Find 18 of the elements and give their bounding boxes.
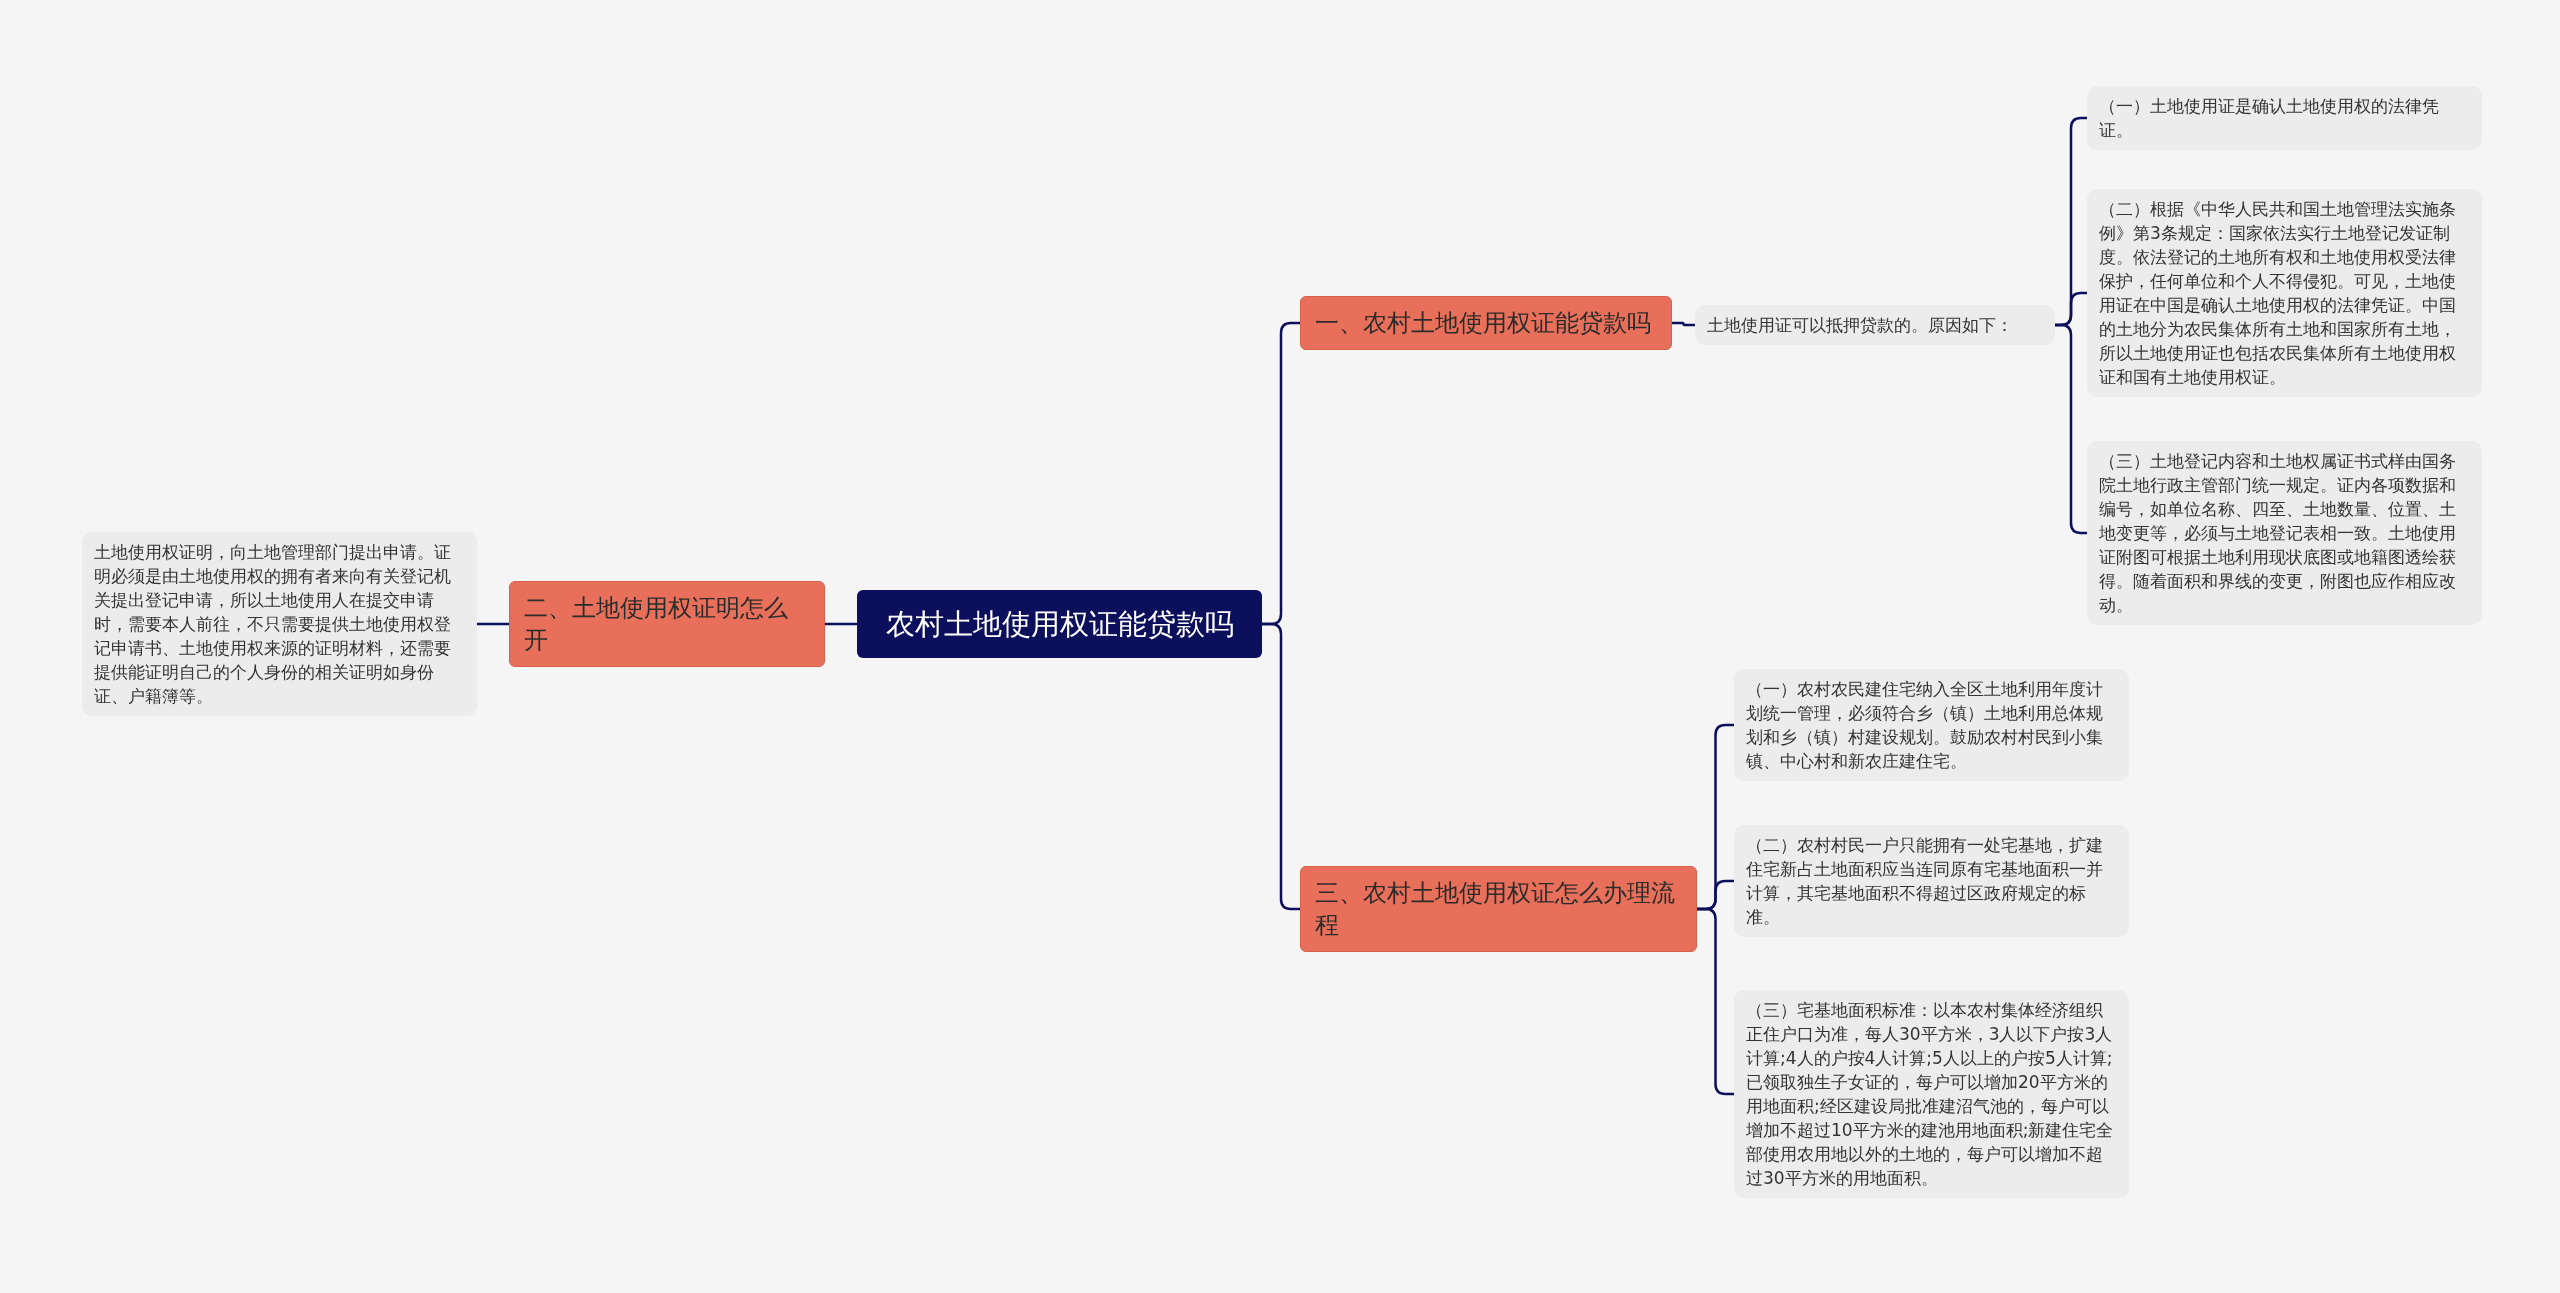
note-card: （三）土地登记内容和土地权属证书式样由国务院土地行政主管部门统一规定。证内各项数据和编号，如单位名称、四至、土地数量、位置、土地变更等，必须与土地登记表相一致。土地使用证附图可根据土地利用现状底图或地籍图透绘获得。随着面积和界线的变更，附图也应作相应改动。 xyxy=(2087,441,2482,625)
connector-line xyxy=(2055,323,2087,535)
note-card: （一）农村农民建住宅纳入全区土地利用年度计划统一管理，必须符合乡（镇）土地利用总体规划和乡（镇）村建设规划。鼓励农村村民到小集镇、中心村和新农庄建住宅。 xyxy=(1734,669,2129,781)
note-card: （二）农村村民一户只能拥有一处宅基地，扩建住宅新占土地面积应当连同原有宅基地面积一并计算，其宅基地面积不得超过区政府规定的标准。 xyxy=(1734,825,2129,937)
central-topic-box: 农村土地使用权证能贷款吗 xyxy=(857,590,1262,658)
connector-line xyxy=(1697,907,1734,1096)
note-card: 土地使用权证明，向土地管理部门提出申请。证明必须是由土地使用权的拥有者来向有关登记机关提出登记申请，所以土地使用人在提交申请时，需要本人前往，不只需要提供土地使用权登记申请书、土地使用权来源的证明材料，还需要提供能证明自己的个人身份的相关证明如身份证、户籍簿等。 xyxy=(82,532,477,716)
connector-line xyxy=(1672,321,1695,327)
connector-line xyxy=(825,622,857,626)
connector-line xyxy=(1262,622,1300,911)
connector-line xyxy=(477,622,509,626)
note-card: （一）土地使用证是确认土地使用权的法律凭证。 xyxy=(2087,86,2482,150)
note-card: （二）根据《中华人民共和国土地管理法实施条例》第3条规定：国家依法实行土地登记发证制度。依法登记的土地所有权和土地使用权受法律保护，任何单位和个人不得侵犯。可见，土地使用证在中国是确认土地使用权的法律凭证。中国的土地分为农民集体所有土地和国家所有土地，所以土地使用证也包括农民集体所有土地使用权证和国有土地使用权证。 xyxy=(2087,189,2482,397)
branch-topic-box: 三、农村土地使用权证怎么办理流程 xyxy=(1300,866,1697,952)
branch-topic-box: 二、土地使用权证明怎么开 xyxy=(509,581,825,667)
branch-topic-box: 一、农村土地使用权证能贷款吗 xyxy=(1300,296,1672,350)
note-card: 土地使用证可以抵押贷款的。原因如下： xyxy=(1695,305,2055,345)
note-card: （三）宅基地面积标准：以本农村集体经济组织正住户口为准，每人30平方米，3人以下户按3人计算;4人的户按4人计算;5人以上的户按5人计算;已领取独生子女证的，每户可以增加20平方米的用地面积;经区建设局批准建沼气池的，每户可以增加不超过10平方米的建池用地面积;新建住宅全部使用农用地以外的土地的，每户可以增加不超过30平方米的用地面积。 xyxy=(1734,990,2129,1198)
